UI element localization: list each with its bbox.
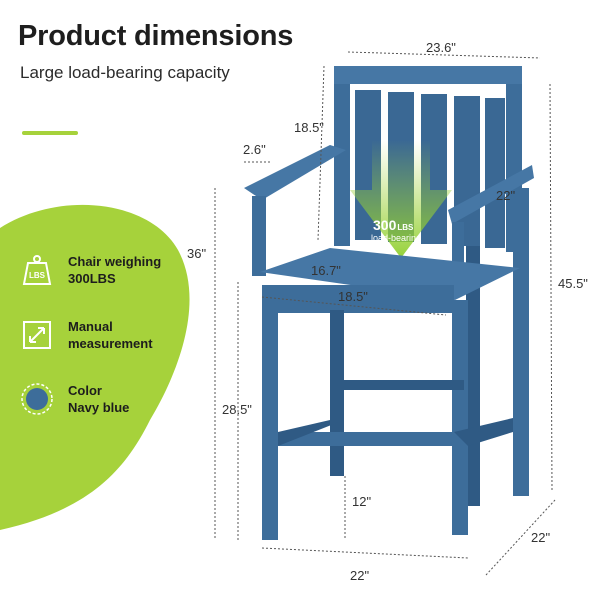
feature-color: Color Navy blue: [20, 382, 129, 416]
dim-total-height: 45.5": [558, 276, 588, 291]
load-label: load-bearing: [371, 233, 422, 243]
dim-arm-depth: 22": [496, 188, 516, 203]
feature-color-line2: Navy blue: [68, 400, 130, 415]
dim-seat-depth: 16.7": [311, 263, 341, 278]
dim-footrest: 12": [352, 494, 372, 509]
load-value: 300LBS: [373, 217, 414, 233]
feature-weight: LBS Chair weighing 300LBS: [20, 253, 161, 287]
dim-seat-floor: 28.5": [222, 402, 252, 417]
page-subtitle: Large load-bearing capacity: [20, 63, 230, 82]
svg-text:LBS: LBS: [29, 271, 46, 280]
dim-arm-width: 2.6": [243, 142, 266, 157]
page-title: Product dimensions: [18, 20, 294, 52]
dim-base-width: 22": [350, 568, 370, 583]
dim-top-width: 23.6": [426, 40, 456, 55]
dim-seat-width: 18.5": [338, 289, 368, 304]
feature-measure: Manual measurement: [20, 318, 153, 352]
feature-color-line1: Color: [68, 383, 102, 398]
feature-measure-line1: Manual: [68, 319, 113, 334]
dim-base-depth: 22": [531, 530, 551, 545]
accent-divider: [22, 131, 78, 135]
weight-icon: LBS: [20, 253, 54, 287]
color-dot-icon: [20, 382, 54, 416]
feature-weight-line1: Chair weighing: [68, 254, 162, 269]
dim-back-height: 18.5": [294, 120, 324, 135]
measure-icon: [20, 318, 54, 352]
feature-weight-line2: 300LBS: [68, 271, 116, 286]
dim-seat-height-total: 36": [187, 246, 207, 261]
feature-measure-line2: measurement: [68, 336, 153, 351]
